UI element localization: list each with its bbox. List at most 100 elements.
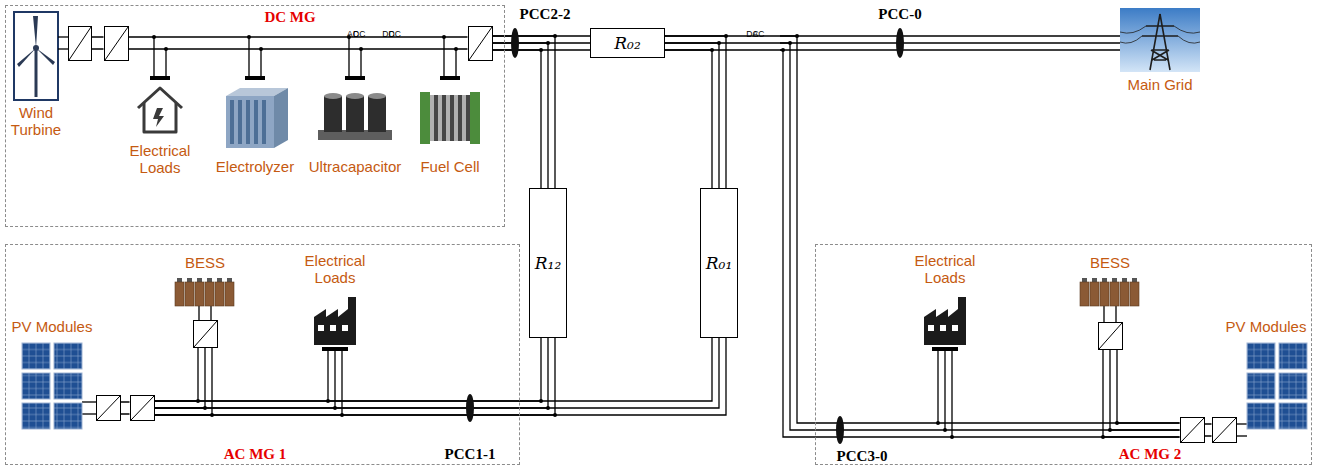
main-grid-picture (1120, 8, 1200, 72)
wire (780, 35, 1120, 36)
plug-symbol (322, 347, 348, 351)
component-label: BESS (1080, 254, 1140, 271)
component-label: Electrical Loads (295, 252, 375, 287)
region-title: AC MG 2 (1119, 446, 1182, 463)
component-label: BESS (175, 254, 235, 271)
junction-dot (247, 35, 251, 39)
pcc-label: PCC2-2 (505, 6, 585, 23)
battery-bank (175, 278, 234, 306)
fuel-cell (420, 92, 480, 144)
fuel-cell (458, 95, 462, 141)
junction-dot (724, 34, 728, 38)
wire (944, 351, 945, 430)
pcc-breaker (511, 28, 519, 58)
wire (455, 49, 456, 76)
plug-symbol (345, 76, 365, 80)
microgrid-region: DC MGACDCDCDCDCAC (5, 5, 505, 227)
wind-turbine (14, 12, 58, 100)
wind-turbine (35, 48, 38, 97)
fuel-cell (466, 95, 470, 141)
wire (1236, 423, 1247, 424)
wire (1103, 306, 1104, 322)
ultracapacitor (368, 93, 386, 99)
converter-diagonal (1099, 323, 1122, 349)
battery-bank (1080, 278, 1139, 306)
load-house (144, 103, 176, 132)
pv-module (22, 343, 82, 429)
junction-dot (936, 421, 940, 425)
converter-box: ACDC (68, 26, 92, 61)
line-resistance-box: R₀₁ (700, 188, 738, 338)
component-label: Main Grid (1115, 76, 1205, 93)
wire (165, 49, 166, 76)
wire (348, 37, 349, 76)
component-label: Electrical Loads (905, 252, 985, 287)
component-label: PV Modules (7, 318, 97, 335)
resistance-symbol: R₀₂ (614, 34, 640, 53)
junction-dot (795, 34, 799, 38)
pcc-breaker (836, 416, 844, 444)
component-label: Fuel Cell (415, 158, 485, 175)
resistance-symbol: R₁₂ (535, 254, 561, 273)
ultracapacitor (346, 93, 364, 99)
wire (210, 306, 211, 320)
wind-turbine (33, 45, 39, 51)
junction-dot (196, 399, 200, 403)
pcc-breaker (896, 28, 904, 58)
wind-turbine (17, 48, 36, 67)
converter-box: DCAC (96, 395, 121, 421)
wire (780, 42, 1120, 43)
wire (780, 49, 1120, 50)
fuel-cell (462, 95, 466, 141)
junction-dot (950, 435, 954, 439)
wire (443, 37, 444, 76)
converter-box: DCAC (468, 26, 493, 61)
fuel-cell (430, 95, 434, 141)
converter-diagonal (194, 321, 217, 347)
electrolyzer (262, 100, 266, 144)
electrolyzer (254, 100, 258, 144)
plug-symbol (932, 347, 958, 351)
junction-dot (152, 35, 156, 39)
component-label: Wind Turbine (5, 104, 67, 139)
converter-diagonal (1181, 418, 1204, 442)
component-label: Ultracapacitor (303, 158, 407, 175)
converter-box: DCAC (193, 320, 218, 348)
fuel-cell (446, 95, 450, 141)
junction-dot (454, 47, 458, 51)
plug-symbol (440, 76, 460, 80)
electrolyzer (230, 100, 234, 144)
junction-dot (1101, 435, 1105, 439)
power-line (129, 37, 468, 49)
component-label: PV Modules (1223, 318, 1309, 335)
plug-symbol (150, 76, 958, 351)
electrolyzer (226, 88, 288, 148)
ultracapacitor (368, 96, 386, 132)
fuel-cell (454, 95, 458, 141)
region-title: DC MG (264, 9, 315, 26)
plug-symbol (150, 76, 170, 80)
factory-load (924, 297, 966, 345)
load-house (138, 88, 182, 132)
electrolyzer (246, 100, 250, 144)
junction-dot (943, 428, 947, 432)
power-line (1205, 424, 1212, 436)
electrolyzer (226, 96, 274, 148)
ultracapacitor (318, 93, 392, 140)
converter-diagonal (469, 27, 492, 60)
converter-diagonal (1099, 323, 1122, 349)
junction-dot (539, 399, 543, 403)
converter-diagonal (469, 27, 492, 60)
junction-dot (717, 41, 721, 45)
electrolyzer (274, 88, 288, 148)
converter-diagonal (97, 396, 120, 420)
fuel-cell (438, 95, 442, 141)
converter-box: DCAC (1098, 322, 1123, 350)
wind-turbine (14, 12, 58, 100)
main-grid-picture (1142, 14, 1178, 70)
converter-diagonal (1213, 418, 1236, 442)
junction-dot (340, 413, 344, 417)
pcc-breaker (466, 28, 904, 444)
